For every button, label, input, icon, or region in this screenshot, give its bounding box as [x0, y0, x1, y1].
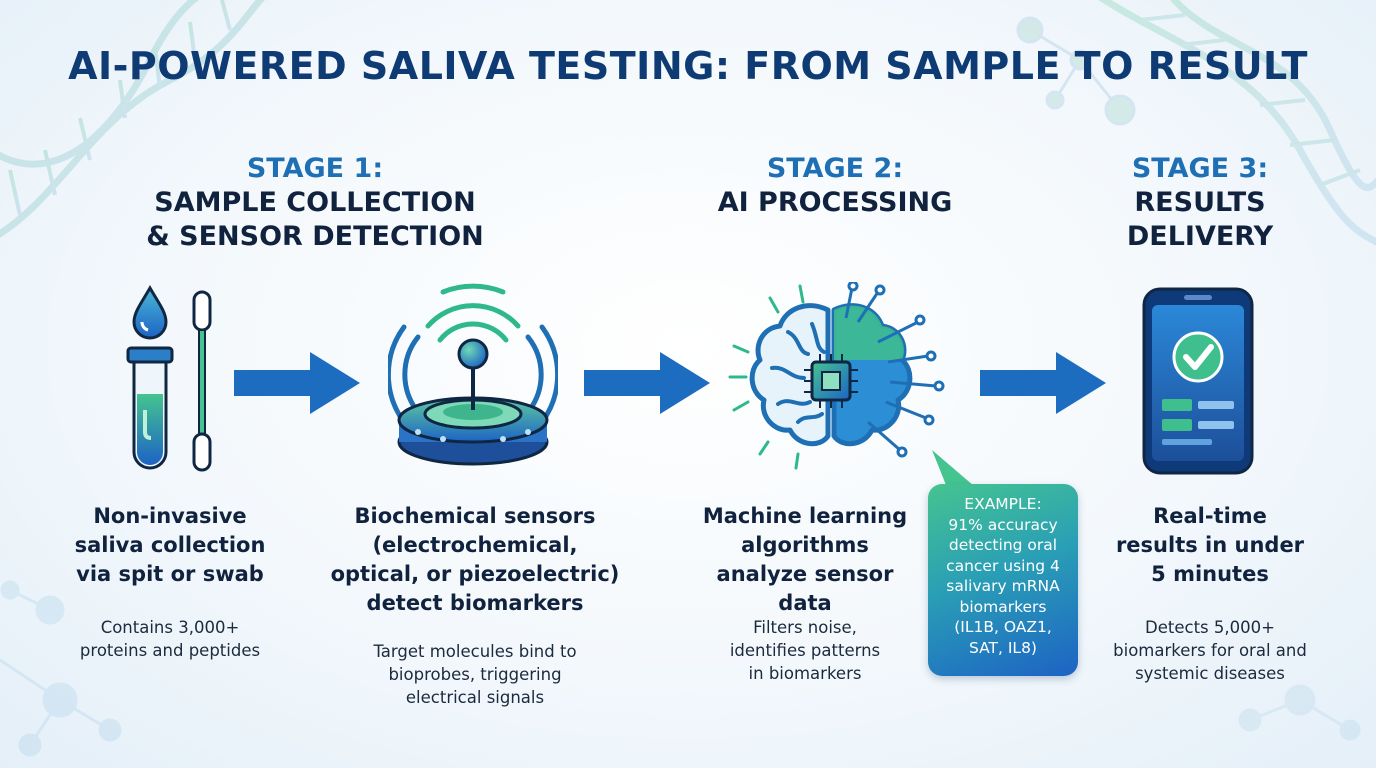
- step-4-main-description: Real-time results in under 5 minutes: [1090, 502, 1330, 589]
- dna-helix-right-decoration: [1098, 0, 1376, 246]
- stage-2-name-line1: AI PROCESSING: [717, 187, 953, 218]
- step-3-main-description: Machine learning algorithms analyze sens…: [680, 502, 930, 618]
- test-tube-and-swab-icon: [126, 284, 212, 472]
- stage-3-name-line2: DELIVERY: [1126, 221, 1274, 252]
- step-4-main-line: results in under: [1115, 533, 1305, 557]
- brain-right-hemisphere-icon: [831, 303, 913, 447]
- step-3-sub-line: in biomarkers: [748, 664, 862, 683]
- step-2-sub-description: Target molecules bind to bioprobes, trig…: [320, 640, 630, 709]
- step-2-sub-line: bioprobes, triggering: [388, 665, 562, 684]
- stage-2-number: STAGE 2:: [766, 153, 904, 184]
- step-2-main-line: (electrochemical,: [372, 533, 578, 557]
- stage-1-name-line1: SAMPLE COLLECTION: [154, 187, 476, 218]
- flow-arrow-3: [980, 352, 1106, 414]
- test-tube-icon: [126, 346, 174, 470]
- molecule-bottom-left-decoration: [0, 580, 122, 757]
- step-1-main-line: saliva collection: [74, 533, 266, 557]
- callout-line: salivary mRNA: [946, 577, 1060, 595]
- callout-line: detecting oral: [948, 536, 1058, 554]
- step-4-sub-line: systemic diseases: [1135, 664, 1285, 683]
- sensor-base-icon: [397, 396, 549, 466]
- step-2-main-description: Biochemical sensors (electrochemical, op…: [310, 502, 640, 618]
- step-4-sub-line: biomarkers for oral and: [1113, 641, 1307, 660]
- sparkle-lines: [728, 284, 805, 470]
- callout-line: biomarkers: [959, 597, 1047, 616]
- flow-arrow-2: [584, 352, 710, 414]
- smartphone-check-icon: [1142, 287, 1254, 475]
- callout-pointer: [932, 450, 974, 490]
- stage-2-header: STAGE 2: AI PROCESSING: [660, 152, 1010, 220]
- step-1-main-description: Non-invasive saliva collection via spit …: [40, 502, 300, 589]
- step-2-sub-line: electrical signals: [405, 688, 545, 707]
- result-bars-icon: [1162, 399, 1234, 445]
- stage-3-header: STAGE 3: RESULTS DELIVERY: [1090, 152, 1310, 254]
- step-3-main-line: algorithms: [741, 533, 869, 557]
- callout-line: SAT, IL8): [969, 638, 1037, 657]
- infographic-title: AI-POWERED SALIVA TESTING: FROM SAMPLE T…: [68, 44, 1308, 88]
- brain-left-hemisphere-icon: [749, 303, 831, 447]
- stage-3-name-line1: RESULTS: [1134, 187, 1266, 218]
- step-4-main-line: 5 minutes: [1151, 562, 1269, 586]
- saliva-drop-icon: [132, 284, 168, 340]
- molecule-top-right-decoration: [1016, 16, 1136, 126]
- swab-icon: [192, 290, 212, 472]
- step-2-main-line: optical, or piezoelectric): [330, 562, 620, 586]
- probe-icon: [457, 338, 489, 410]
- flow-arrow-1: [234, 352, 360, 414]
- step-4-main-line: Real-time: [1153, 504, 1267, 528]
- dna-helix-left-decoration: [0, 0, 265, 238]
- ai-brain-chip-icon: [728, 282, 945, 470]
- stage-1-name-line2: & SENSOR DETECTION: [146, 221, 484, 252]
- step-1-main-line: via spit or swab: [76, 562, 264, 586]
- callout-line: (IL1B, OAZ1,: [954, 618, 1052, 636]
- step-3-sub-line: identifies patterns: [729, 641, 881, 660]
- step-3-sub-description: Filters noise, identifies patterns in bi…: [690, 616, 920, 685]
- callout-line: cancer using 4: [946, 556, 1060, 575]
- step-1-sub-line: Contains 3,000+: [100, 618, 240, 637]
- step-1-sub-description: Contains 3,000+ proteins and peptides: [30, 616, 310, 662]
- step-2-sub-line: Target molecules bind to: [373, 642, 577, 661]
- step-2-main-line: detect biomarkers: [366, 591, 584, 615]
- step-4-sub-line: Detects 5,000+: [1145, 618, 1275, 637]
- biosensor-icon: [388, 283, 558, 466]
- stage-1-number: STAGE 1:: [246, 153, 384, 184]
- molecule-bottom-right-decoration: [1238, 684, 1361, 741]
- stage-1-header: STAGE 1: SAMPLE COLLECTION & SENSOR DETE…: [110, 152, 520, 254]
- cpu-chip-icon: [804, 354, 858, 408]
- step-4-sub-description: Detects 5,000+ biomarkers for oral and s…: [1080, 616, 1340, 685]
- callout-heading: EXAMPLE:: [964, 495, 1042, 513]
- callout-line: 91% accuracy: [948, 515, 1058, 534]
- example-callout: EXAMPLE: 91% accuracy detecting oral can…: [928, 484, 1078, 676]
- step-3-main-line: Machine learning: [702, 504, 908, 528]
- signal-waves-icon: [388, 283, 558, 425]
- stage-3-number: STAGE 3:: [1131, 153, 1269, 184]
- step-2-main-line: Biochemical sensors: [354, 504, 596, 528]
- step-1-main-line: Non-invasive: [93, 504, 247, 528]
- circuit-traces-icon: [844, 282, 945, 458]
- step-3-main-line: analyze sensor: [716, 562, 894, 586]
- step-3-sub-line: Filters noise,: [753, 618, 857, 637]
- step-3-main-line: data: [778, 591, 832, 615]
- check-mark-icon: [1172, 331, 1224, 383]
- step-1-sub-line: proteins and peptides: [79, 641, 261, 660]
